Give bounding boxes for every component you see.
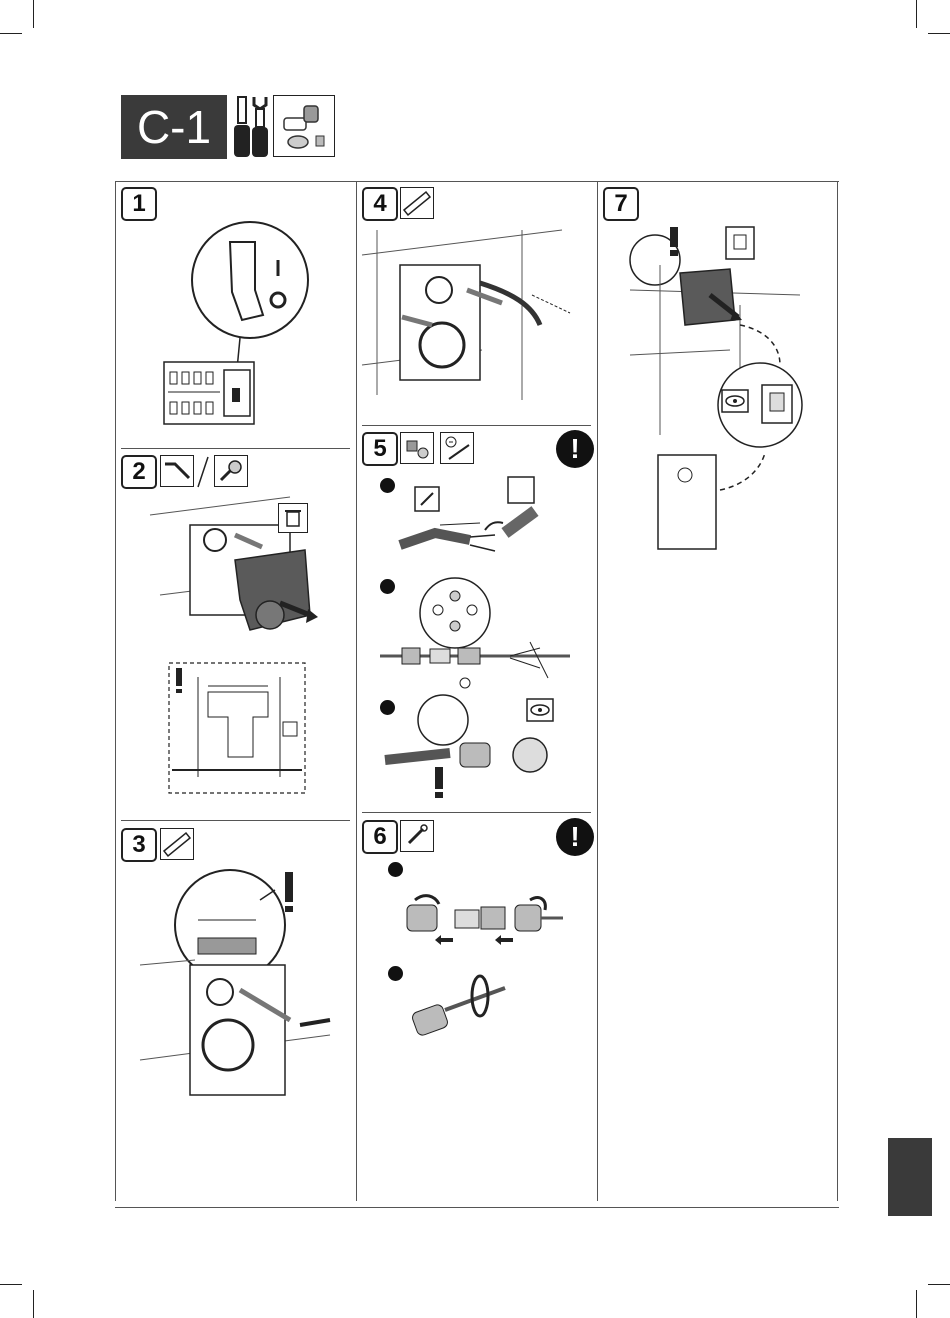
- step-number: 2: [121, 455, 157, 489]
- step-number: 7: [603, 187, 639, 221]
- measurement-illustration: [140, 870, 340, 1100]
- installation-check-illustration: [630, 225, 810, 555]
- screwdriver-icon: [232, 95, 252, 159]
- left-border: [115, 181, 116, 1201]
- bottom-rule: [115, 1207, 839, 1208]
- parts-kit-icon: [400, 432, 434, 464]
- cable-strip-illustration: [395, 475, 585, 570]
- pipe-cutting-illustration: [362, 225, 587, 410]
- pin-check-illustration: [380, 695, 580, 800]
- ruler-icon: [160, 828, 194, 860]
- row-divider: [362, 425, 591, 426]
- crop-mark: [916, 1290, 917, 1318]
- warning-icon: !: [556, 430, 594, 468]
- crop-mark: [916, 0, 917, 28]
- row-divider: [121, 448, 350, 449]
- hand-tighten-illustration: [410, 968, 510, 1043]
- wrench-icon: [400, 820, 434, 852]
- ruler-icon: [400, 187, 434, 219]
- recycle-bin-icon: [278, 503, 308, 533]
- crop-mark: [33, 0, 34, 28]
- cover-removal-illustration: [150, 495, 340, 655]
- column-divider: [356, 181, 357, 1201]
- warning-icon: !: [556, 818, 594, 856]
- screwdriver-icon: [440, 432, 474, 464]
- crop-mark: [928, 33, 950, 34]
- row-divider: [362, 812, 591, 813]
- substep-marker: [388, 862, 403, 877]
- dimension-detail-box: [168, 662, 306, 794]
- chapter-tab: [888, 1138, 932, 1216]
- power-switch-illustration: [160, 220, 330, 435]
- step-number: 1: [121, 187, 157, 221]
- column-divider: [597, 181, 598, 1201]
- wrench-icon: [250, 95, 270, 159]
- step-number: 6: [362, 820, 398, 854]
- crop-mark: [0, 1284, 22, 1285]
- parts-kit-icon: [273, 95, 335, 157]
- step-number: 5: [362, 432, 398, 466]
- connector-tighten-illustration: [395, 880, 565, 960]
- section-code-badge: C-1: [121, 95, 227, 159]
- crop-mark: [928, 1284, 950, 1285]
- substep-marker: [388, 966, 403, 981]
- step-number: 3: [121, 828, 157, 862]
- hose-fitting-icon: [214, 455, 248, 487]
- crop-mark: [33, 1290, 34, 1318]
- right-border: [837, 181, 838, 1201]
- step-number: 4: [362, 187, 398, 221]
- connector-assembly-illustration: [380, 578, 580, 693]
- crop-mark: [0, 33, 22, 34]
- top-rule: [115, 181, 839, 182]
- row-divider: [121, 820, 350, 821]
- slash-divider: [196, 455, 210, 489]
- substep-marker: [380, 478, 395, 493]
- hex-key-icon: [160, 455, 194, 487]
